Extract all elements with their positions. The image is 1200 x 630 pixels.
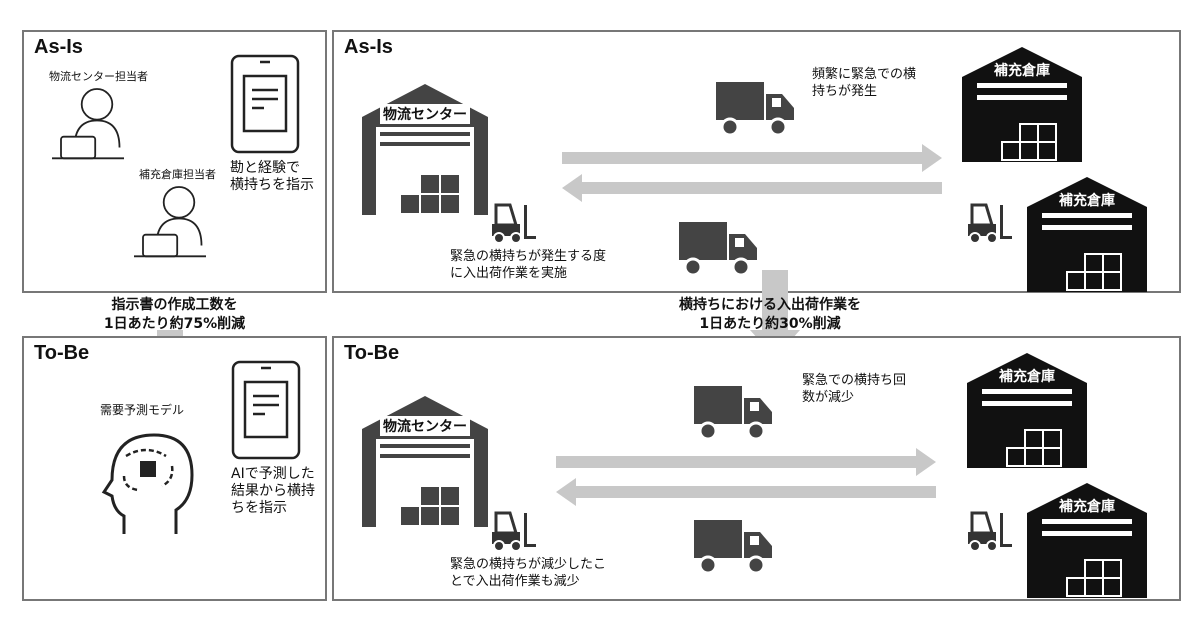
truck-icon	[694, 386, 774, 441]
truck-icon	[679, 222, 759, 277]
ai-brain-head-icon	[94, 426, 194, 536]
worried-person-icon	[134, 182, 224, 264]
forklift-icon	[486, 200, 536, 245]
truck-icon	[716, 82, 796, 137]
tablet-icon	[230, 54, 300, 154]
right-result-text: 横持ちにおける入出荷作業を 1日あたり約30%削減	[679, 297, 861, 332]
forklift-icon	[962, 508, 1012, 553]
warehouse-label: 補充倉庫	[1059, 499, 1115, 515]
instruction-note: 勘と経験で 横持ちを指示	[230, 160, 314, 193]
panel-title: To-Be	[344, 342, 400, 364]
warehouse-label: 補充倉庫	[994, 63, 1050, 79]
right-as-is-panel: As-Is 物流センター 頻繁に緊急での横 持ちが発生 緊急の横持ちが発生する度…	[332, 30, 1181, 293]
person-label: 物流センター担当者	[49, 70, 148, 83]
worried-person-icon	[52, 84, 142, 166]
note-bottom: 緊急の横持ちが減少したこ とで入出荷作業も減少	[450, 557, 607, 589]
person-label: 補充倉庫担当者	[139, 168, 216, 181]
logistics-center-icon	[360, 82, 490, 217]
instruction-note: AIで予測した 結果から横持 ちを指示	[231, 466, 315, 516]
note-top: 頻繁に緊急での横 持ちが発生	[812, 67, 917, 99]
model-label: 需要予測モデル	[100, 403, 185, 417]
center-label: 物流センター	[380, 104, 470, 124]
left-as-is-panel: As-Is 物流センター担当者 補充倉庫担当者 勘と経験で 横持ちを指示	[22, 30, 327, 293]
forklift-icon	[486, 508, 536, 553]
right-to-be-panel: To-Be 物流センター 緊急での横持ち回 数が減少 緊急の横持ちが減少したこ …	[332, 336, 1181, 601]
panel-title: To-Be	[34, 342, 90, 364]
warehouse-label: 補充倉庫	[999, 369, 1055, 385]
truck-icon	[694, 520, 774, 575]
note-top: 緊急での横持ち回 数が減少	[802, 373, 907, 405]
warehouse-label: 補充倉庫	[1059, 193, 1115, 209]
center-label: 物流センター	[380, 416, 470, 436]
note-bottom: 緊急の横持ちが発生する度 に入出荷作業を実施	[450, 249, 607, 281]
left-result-text: 指示書の作成工数を 1日あたり約75%削減	[103, 297, 246, 332]
left-to-be-panel: To-Be 需要予測モデル AIで予測した 結果から横持 ちを指示	[22, 336, 327, 601]
panel-title: As-Is	[344, 36, 393, 58]
transfer-arrows	[562, 144, 942, 202]
panel-title: As-Is	[34, 36, 83, 58]
forklift-icon	[962, 200, 1012, 245]
transfer-arrows	[556, 448, 936, 506]
tablet-icon	[231, 360, 301, 460]
logistics-center-icon	[360, 394, 490, 529]
